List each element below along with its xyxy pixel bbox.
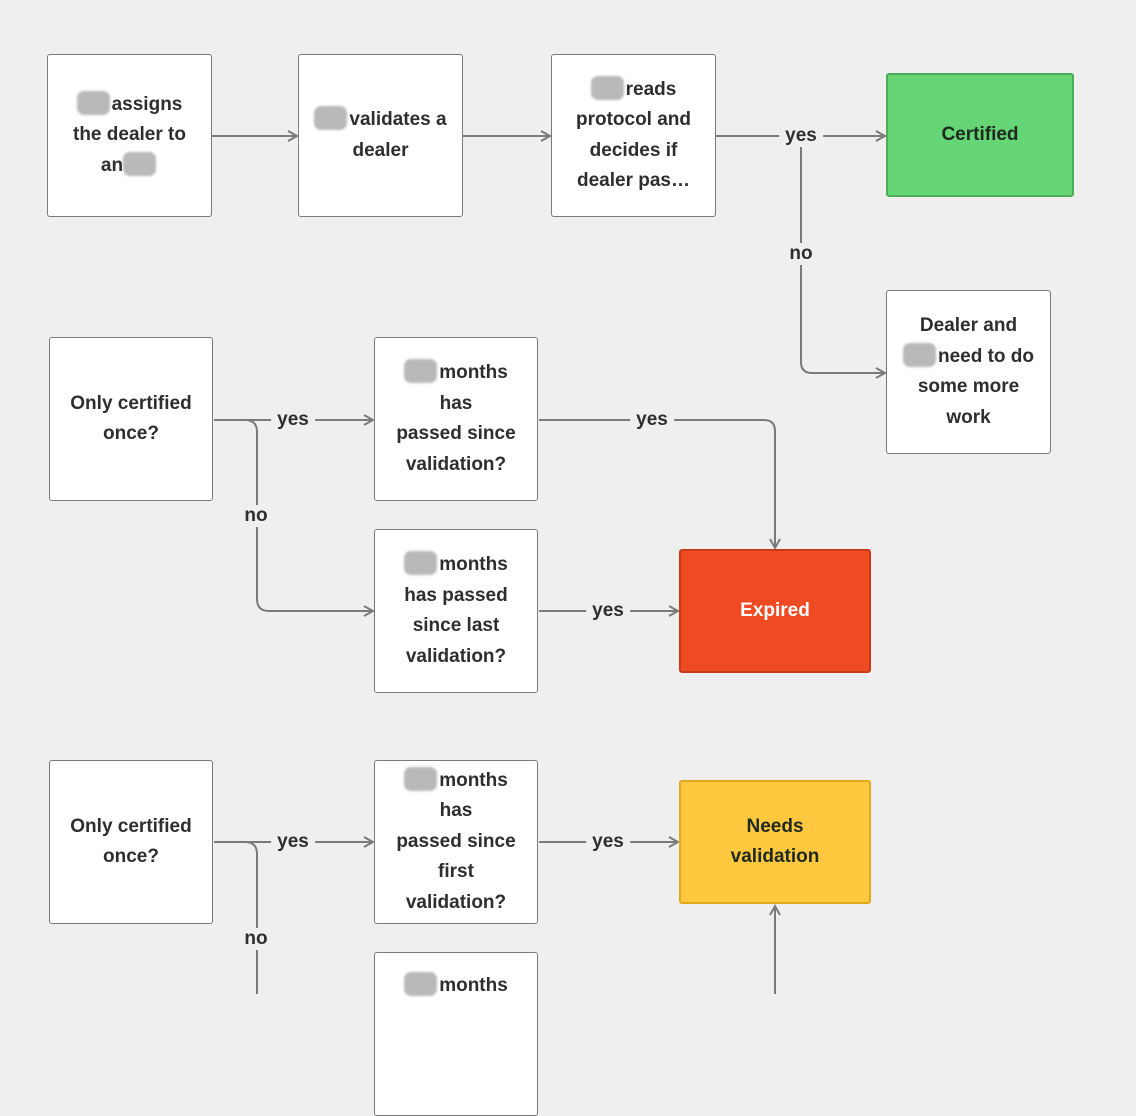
edge-label-yes: yes [630,409,674,431]
node-line: Needs [746,815,804,837]
node-line: Certified [941,123,1019,145]
node-line: assigns [111,93,183,115]
node-line: Expired [740,599,810,621]
node-line: some more [917,376,1020,397]
node-line: dealer pas… [577,170,690,191]
node-line: since last [412,615,500,636]
node-line: passed since [396,830,516,852]
edge-label-yes: yes [779,125,823,147]
edge-label-yes: yes [271,409,315,431]
node-line: the dealer to [73,124,186,146]
edge-once2-down [214,841,258,994]
node-line: months has [439,769,508,822]
node-line: protocol and [575,109,692,130]
edge-label-yes: yes [586,600,630,622]
node-line: validates a [349,109,447,130]
node-more-work[interactable]: Dealer and need to do some more work [886,290,1051,454]
node-months-since-first[interactable]: months has passed since first validation… [374,760,538,924]
node-line: work [946,406,991,428]
redacted-name [902,342,936,367]
edge-label-no: no [783,243,819,265]
redacted-name [314,106,348,130]
node-validate-dealer[interactable]: validates a dealer [298,54,463,217]
edge-reads-more-work [800,136,885,373]
node-line: months [439,975,508,996]
node-expired[interactable]: Expired [679,549,871,673]
node-line: validation? [405,645,507,667]
node-line: Only certified [70,815,192,837]
node-line: an [100,154,124,176]
node-certified[interactable]: Certified [886,73,1074,197]
redacted-number [404,972,438,996]
redacted-number [404,551,438,575]
redacted-name [123,151,157,176]
node-only-certified-once-1[interactable]: Only certified once? [49,337,213,501]
node-line: has passed [404,584,508,606]
node-line: first [438,861,474,883]
node-line: decides if [589,139,678,161]
node-months-since-validation[interactable]: months has passed since validation? [374,337,538,501]
node-only-certified-once-2[interactable]: Only certified once? [49,760,213,924]
redacted-number [404,359,438,383]
node-line: once? [103,423,159,444]
node-line: passed since [396,423,516,444]
node-line: once? [103,846,159,867]
edge-label-yes: yes [586,831,630,853]
node-reads-protocol[interactable]: reads protocol and decides if dealer pas… [551,54,716,217]
node-months-bottom[interactable]: months [374,952,538,1116]
edge-label-no: no [238,928,274,950]
node-line: validation? [405,453,507,475]
node-needs-validation[interactable]: Needs validation [679,780,871,904]
node-line: Only certified [70,392,192,414]
node-line: Dealer and [919,315,1018,336]
edge-label-no: no [238,505,274,527]
node-line: reads [625,78,677,100]
redacted-number [404,766,438,791]
redacted-name [590,75,624,100]
node-line: months has [439,362,508,414]
node-line: dealer [352,139,409,161]
node-months-since-last[interactable]: months has passed since last validation? [374,529,538,693]
node-line: need to do [937,345,1035,367]
node-line: months [439,554,508,575]
edge-label-yes: yes [271,831,315,853]
node-line: validation [730,846,820,867]
redacted-name [76,90,110,115]
node-assign-dealer[interactable]: assigns the dealer to an [47,54,212,217]
edge-months-validation-expired [539,419,775,548]
node-line: validation? [405,891,507,913]
